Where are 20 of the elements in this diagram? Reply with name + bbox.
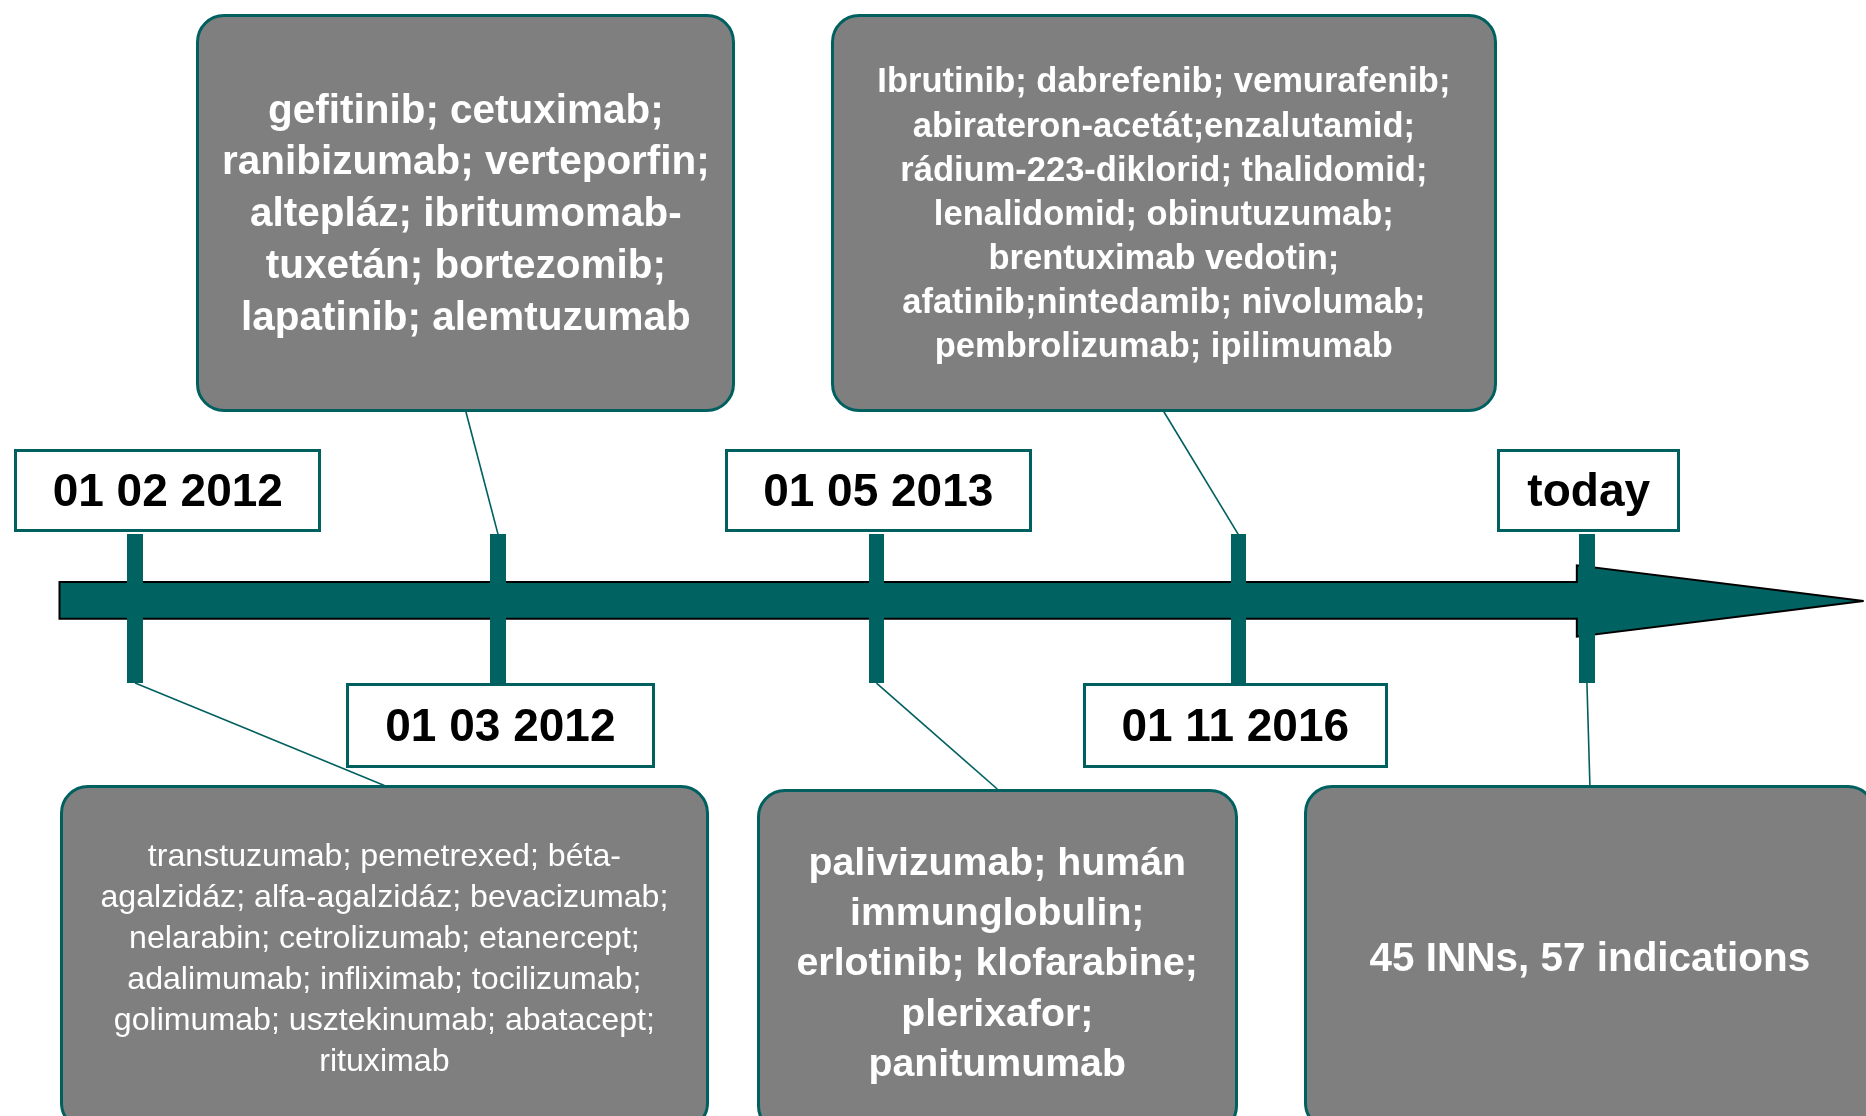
drug-list-box: 45 INNs, 57 indications — [1304, 785, 1866, 1116]
drug-list-box: gefitinib; cetuximab; ranibizumab; verteporfin; altepláz; ibritumomab-tuxetán; bortezomib; lapatinib; alemtuzumab — [196, 14, 736, 412]
tick-mark — [490, 534, 506, 684]
leader-line — [1163, 410, 1240, 536]
tick-mark — [1579, 534, 1595, 684]
date-label: today — [1497, 448, 1681, 532]
drug-list-box: Ibrutinib; dabrefenib; vemurafenib; abirateron-acetát;enzalutamid; rádium-223-diklorid; thalidomid; lenalidomid; obinutuzumab; brentuximab vedotin; afatinib;nintedamib; nivolumab; pembrolizumab; ipilimumab — [830, 14, 1498, 412]
tick-mark — [127, 534, 143, 684]
leader-line — [465, 410, 499, 536]
date-label: 01 11 2016 — [1082, 683, 1388, 768]
date-label: 01 03 2012 — [346, 683, 655, 768]
drug-list-box: palivizumab; humán immunglobulin; erlotinib; klofarabine; plerixafor; panitumumab — [756, 789, 1238, 1116]
tick-mark — [1230, 534, 1246, 684]
tick-mark — [868, 534, 885, 684]
leader-line — [1586, 682, 1591, 787]
date-label: 01 05 2013 — [724, 448, 1032, 532]
drug-list-box: transtuzumab; pemetrexed; béta-agalzidáz; alfa-agalzidáz; bevacizumab; nelarabin; cetrolizumab; etanercept; adalimumab; infliximab; tocilizumab; golimumab; usztekinumab; abatacept; rituximab — [59, 785, 710, 1116]
leader-line — [875, 682, 999, 790]
date-label: 01 02 2012 — [14, 448, 322, 532]
leader-line — [134, 682, 386, 787]
